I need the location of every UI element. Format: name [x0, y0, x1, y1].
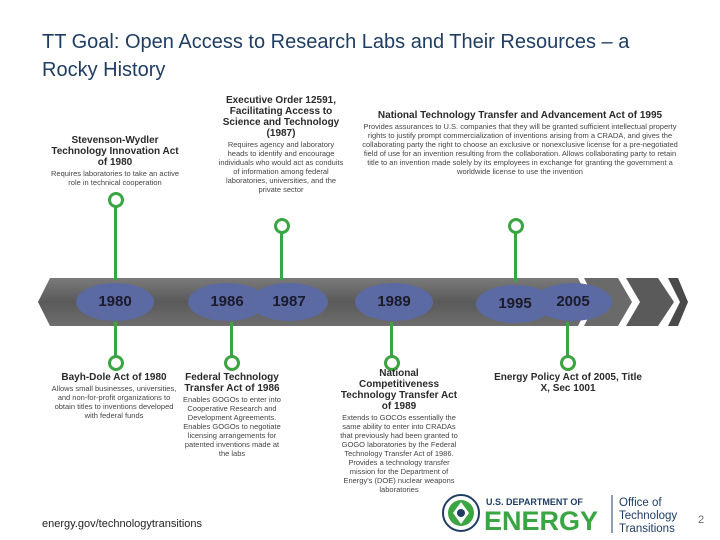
- connector-pin: [108, 355, 124, 371]
- event-heading: Federal Technology Transfer Act of 1986: [184, 372, 280, 394]
- timeline-year-1989: 1989: [355, 283, 433, 321]
- event-nttaa-1995: National Technology Transfer and Advance…: [360, 110, 680, 176]
- page-number: 2: [698, 514, 705, 526]
- connector-fttaa-1986: [230, 322, 233, 362]
- connector-pin: [108, 192, 124, 208]
- logo-energy-word: ENERGY: [484, 506, 598, 536]
- logo-office-line-3: Transitions: [619, 523, 675, 535]
- timeline-year-1980: 1980: [76, 283, 154, 321]
- footer-url: energy.gov/technologytransitions: [42, 518, 203, 530]
- connector-bayh-dole: [114, 322, 117, 362]
- timeline-year-1986: 1986: [188, 283, 266, 321]
- connector-ncttaa-1989: [390, 322, 393, 362]
- event-heading: National Competitiveness Technology Tran…: [340, 368, 458, 412]
- doe-ott-logo: U.S. DEPARTMENT OF ENERGY Office of Tech…: [442, 494, 677, 536]
- event-body: Extends to GOCOs essentially the same ab…: [340, 413, 458, 494]
- event-heading: Executive Order 12591, Facilitating Acce…: [222, 95, 340, 139]
- connector-pin: [224, 355, 240, 371]
- event-epact-2005: Energy Policy Act of 2005, Title X, Sec …: [488, 372, 648, 394]
- connector-nttaa-1995: [514, 226, 517, 282]
- event-body: Enables GOGOs to enter into Cooperative …: [183, 395, 281, 458]
- connector-executive-order: [280, 226, 283, 280]
- connector-epact-2005: [566, 322, 569, 362]
- event-body: Requires laboratories to take an active …: [51, 169, 179, 187]
- connector-pin: [508, 218, 524, 234]
- doe-seal-icon: [442, 494, 480, 532]
- connector-stevenson-wydler: [114, 200, 117, 280]
- timeline-band-chevron-2: [626, 278, 674, 326]
- event-body: Requires agency and laboratory heads to …: [218, 140, 344, 194]
- event-fttaa-1986: Federal Technology Transfer Act of 1986 …: [182, 372, 282, 458]
- timeline-year-2005: 2005: [534, 283, 612, 321]
- logo-dept-line: U.S. DEPARTMENT OF: [486, 497, 583, 507]
- slide-title: TT Goal: Open Access to Research Labs an…: [42, 31, 630, 81]
- event-heading: Bayh-Dole Act of 1980: [61, 372, 167, 383]
- event-ncttaa-1989: National Competitiveness Technology Tran…: [340, 368, 458, 494]
- timeline-band-chevron-3: [668, 278, 688, 326]
- event-heading: National Technology Transfer and Advance…: [377, 110, 663, 121]
- connector-pin: [274, 218, 290, 234]
- logo-office-line-2: Technology: [619, 510, 677, 522]
- event-stevenson-wydler: Stevenson-Wydler Technology Innovation A…: [50, 135, 180, 187]
- connector-pin: [560, 355, 576, 371]
- event-heading: Stevenson-Wydler Technology Innovation A…: [51, 135, 179, 168]
- event-executive-order-12591: Executive Order 12591, Facilitating Acce…: [218, 95, 344, 194]
- event-body: Allows small businesses, universities, a…: [51, 384, 177, 420]
- event-body: Provides assurances to U.S. companies th…: [362, 122, 678, 176]
- logo-office-line-1: Office of: [619, 497, 662, 509]
- event-bayh-dole: Bayh-Dole Act of 1980 Allows small busin…: [48, 372, 180, 420]
- connector-pin: [384, 355, 400, 371]
- timeline-year-1987: 1987: [250, 283, 328, 321]
- event-heading: Energy Policy Act of 2005, Title X, Sec …: [494, 372, 642, 394]
